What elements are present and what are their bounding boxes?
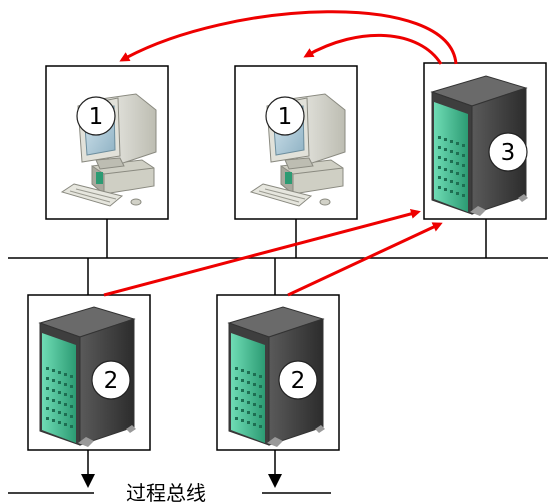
- server-number-label: 3: [501, 140, 516, 166]
- down-arrow-icon: [268, 474, 282, 488]
- server-number-label: 2: [291, 368, 306, 394]
- station-number-label: 1: [278, 104, 293, 130]
- server-number-badge: [278, 360, 318, 400]
- station-number-badge: [76, 96, 116, 136]
- control-server-1: 2: [27, 294, 151, 451]
- process-bus-label: 过程总线: [126, 481, 206, 504]
- server-number-label: 2: [104, 368, 119, 394]
- arrow-server2a-to-server3: [103, 208, 421, 297]
- server-number-badge: [91, 360, 131, 400]
- operator-station-1: 1: [45, 65, 169, 220]
- arrow-server3-to-station2: [303, 33, 443, 65]
- operator-station-2: 1: [234, 65, 358, 220]
- arrow-server3-to-station1: [119, 10, 458, 65]
- arrow-server2b-to-server3: [287, 222, 443, 297]
- station-number-label: 1: [89, 104, 104, 130]
- control-server-2: 2: [216, 294, 340, 451]
- engineering-server: 3: [423, 62, 547, 220]
- down-arrow-icon: [81, 474, 95, 488]
- station-number-badge: [265, 96, 305, 136]
- server-number-badge: [488, 132, 528, 172]
